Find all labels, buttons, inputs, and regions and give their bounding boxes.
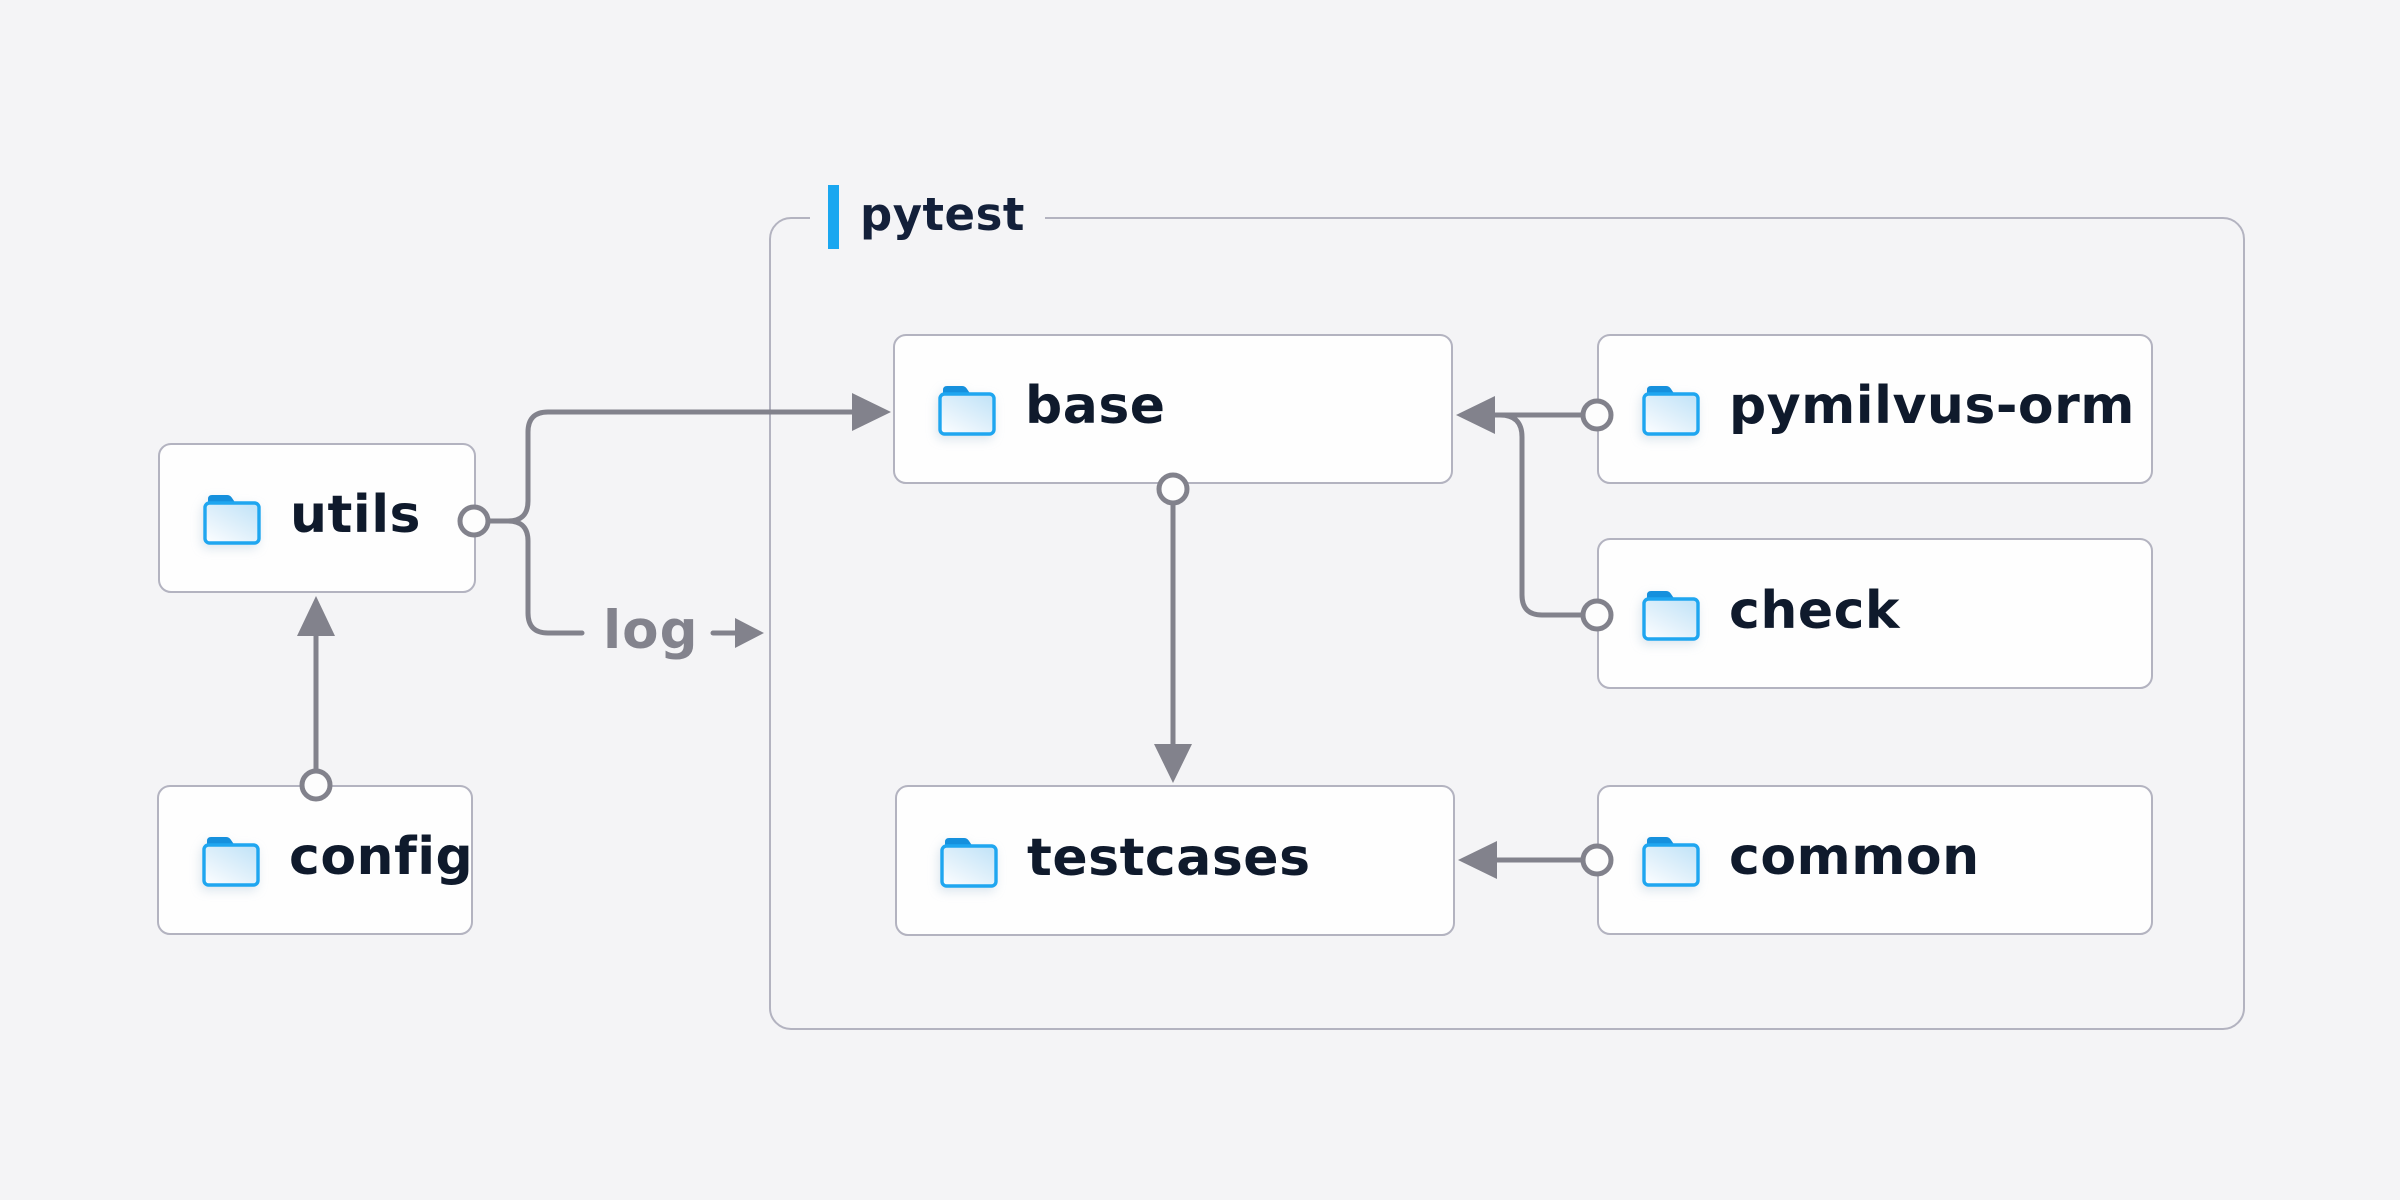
folder-icon bbox=[937, 833, 1001, 889]
pytest-group-label: pytest bbox=[810, 184, 1045, 250]
node-common: common bbox=[1597, 785, 2153, 935]
node-label: config bbox=[289, 827, 474, 887]
node-pymilvus-orm: pymilvus-orm bbox=[1597, 334, 2153, 484]
node-config: config bbox=[157, 785, 473, 935]
edge-utils-log bbox=[505, 518, 585, 636]
pytest-group-container bbox=[769, 217, 2245, 1030]
folder-icon bbox=[935, 381, 999, 437]
accent-bar-icon bbox=[828, 185, 839, 249]
folder-icon bbox=[199, 832, 263, 888]
node-label: common bbox=[1729, 827, 1980, 887]
folder-icon bbox=[1639, 586, 1703, 642]
folder-icon bbox=[200, 490, 264, 546]
node-label: testcases bbox=[1027, 827, 1311, 888]
node-base: base bbox=[893, 334, 1453, 484]
node-label: base bbox=[1025, 376, 1166, 436]
pytest-group-title: pytest bbox=[860, 187, 1025, 241]
log-edge-label: log bbox=[603, 600, 699, 661]
node-testcases: testcases bbox=[895, 785, 1455, 936]
node-label: check bbox=[1729, 580, 1901, 641]
node-label: utils bbox=[290, 485, 421, 545]
folder-icon bbox=[1639, 381, 1703, 437]
node-check: check bbox=[1597, 538, 2153, 689]
arrowhead-right-log bbox=[735, 618, 764, 648]
folder-icon bbox=[1639, 832, 1703, 888]
arrowhead-up-into-utils bbox=[297, 596, 335, 636]
node-label: pymilvus-orm bbox=[1729, 376, 2135, 436]
node-utils: utils bbox=[158, 443, 476, 593]
